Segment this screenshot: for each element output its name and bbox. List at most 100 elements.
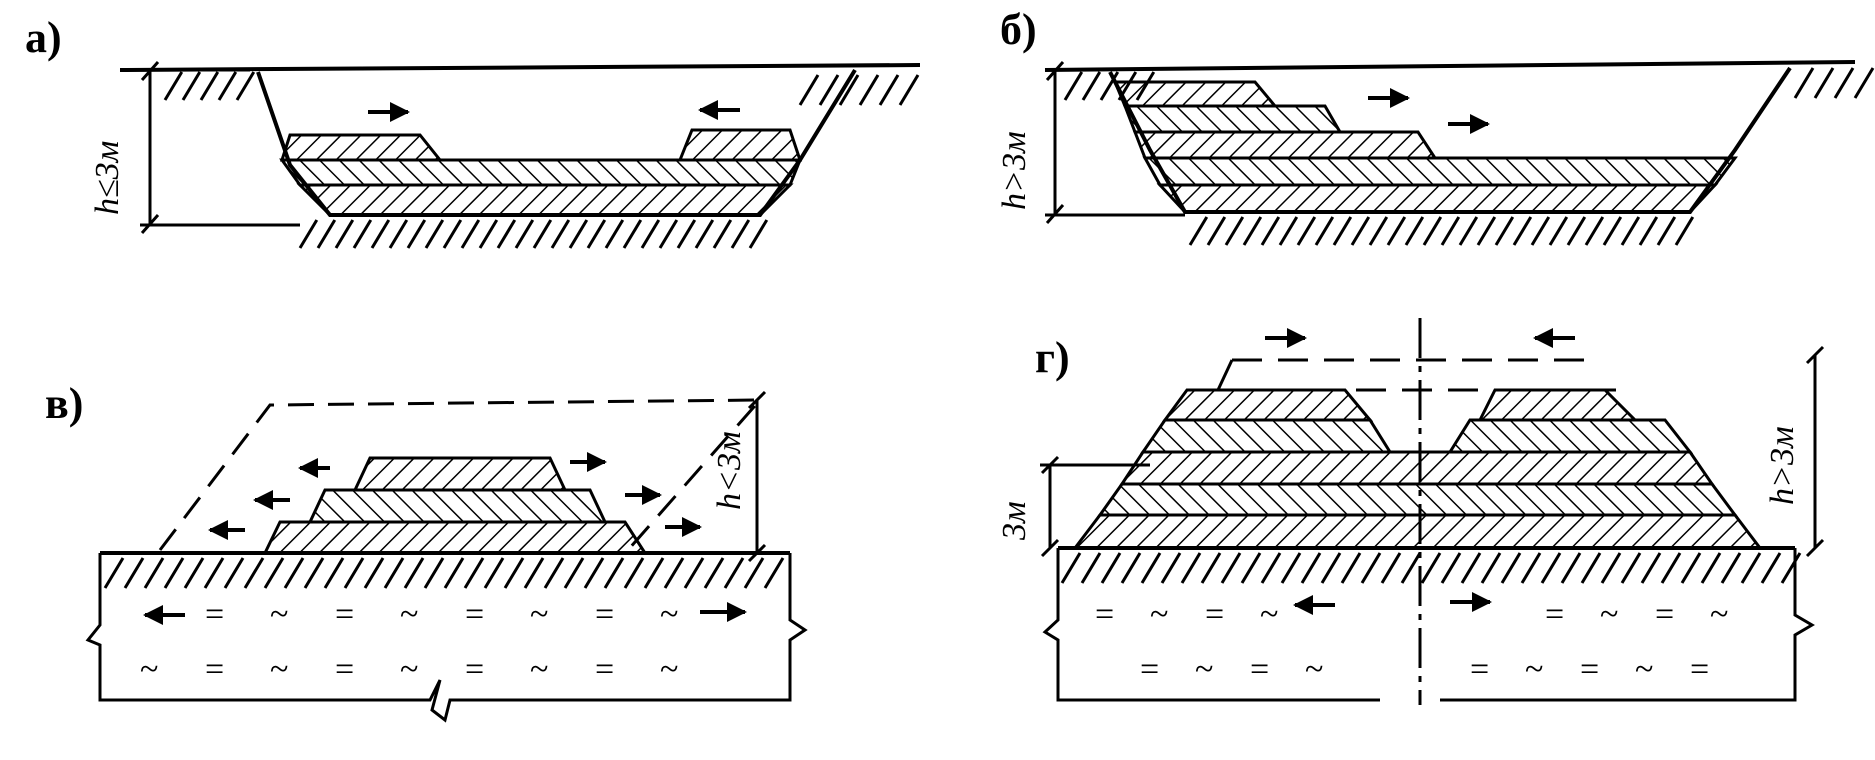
hatch-tick bbox=[1620, 552, 1642, 584]
wet-equal-symbol: = bbox=[335, 596, 354, 633]
hatch-tick bbox=[676, 219, 697, 249]
hatch-tick bbox=[818, 74, 840, 106]
hatch-tick bbox=[1580, 552, 1602, 584]
layer-top-right bbox=[677, 128, 803, 162]
hatch-tick bbox=[1340, 552, 1362, 584]
hatch-tick bbox=[183, 557, 205, 589]
hatch-tick bbox=[563, 557, 585, 589]
hatch-tick bbox=[1760, 552, 1782, 584]
hatch-tick bbox=[550, 219, 571, 249]
wet-equal-symbol: = bbox=[205, 651, 224, 688]
hatch-tick bbox=[1240, 552, 1262, 584]
wet-tilde-symbol: ~ bbox=[270, 651, 288, 688]
hatch-tick bbox=[1206, 216, 1227, 246]
wet-equal-symbol: = bbox=[1095, 596, 1114, 633]
hatch-tick bbox=[223, 557, 245, 589]
wet-tilde-symbol: ~ bbox=[530, 651, 548, 688]
hatch-tick bbox=[235, 71, 256, 101]
hatch-tick bbox=[1674, 216, 1695, 246]
layer-3 bbox=[352, 456, 568, 492]
hatch-tick bbox=[103, 557, 125, 589]
hatch-tick bbox=[406, 219, 427, 249]
hatch-tick bbox=[1420, 552, 1442, 584]
hatch-tick bbox=[460, 219, 481, 249]
hatch-tick bbox=[1099, 71, 1120, 101]
hatch-tick bbox=[263, 557, 285, 589]
hatch-tick bbox=[663, 557, 685, 589]
wet-tilde-symbol: ~ bbox=[1635, 651, 1653, 688]
wet-equal-symbol: = bbox=[595, 651, 614, 688]
weak-soil-symbols: =~=~=~=~=~=~=~=~= bbox=[1095, 596, 1728, 688]
wet-tilde-symbol: ~ bbox=[1260, 596, 1278, 633]
hatch-tick bbox=[143, 557, 165, 589]
hatch-tick bbox=[163, 557, 185, 589]
hatch-tick bbox=[503, 557, 525, 589]
hatch-tick bbox=[763, 557, 785, 589]
hatch-tick bbox=[1640, 552, 1662, 584]
hatch-tick bbox=[1260, 216, 1281, 246]
weak-soil-symbols: =~=~=~=~~=~=~=~=~ bbox=[140, 596, 678, 688]
wet-equal-symbol: = bbox=[1205, 596, 1224, 633]
hatch-tick bbox=[622, 219, 643, 249]
hatch-tick bbox=[1620, 216, 1641, 246]
panel-b-label: б) bbox=[1000, 5, 1037, 54]
hatch-tick bbox=[463, 557, 485, 589]
hatch-tick bbox=[1530, 216, 1551, 246]
hatch-tick bbox=[838, 74, 860, 106]
dimension-h bbox=[1045, 61, 1185, 224]
hatch-tick bbox=[643, 557, 665, 589]
wet-equal-symbol: = bbox=[465, 651, 484, 688]
hatch-tick bbox=[604, 219, 625, 249]
design-slope bbox=[1216, 359, 1234, 391]
hatch-tick bbox=[1500, 552, 1522, 584]
hatch-tick bbox=[1680, 552, 1702, 584]
hatch-tick bbox=[403, 557, 425, 589]
wet-equal-symbol: = bbox=[1580, 651, 1599, 688]
ground-hatch bbox=[1063, 67, 1875, 246]
hatch-tick bbox=[1853, 67, 1875, 99]
layer-1 bbox=[1156, 183, 1719, 214]
hatch-tick bbox=[1638, 216, 1659, 246]
hatch-tick bbox=[1200, 552, 1222, 584]
hatch-tick bbox=[283, 557, 305, 589]
hatch-tick bbox=[1100, 552, 1122, 584]
layer-1 bbox=[262, 520, 648, 555]
layer-5-right bbox=[1477, 388, 1639, 422]
weak-soil-boundary bbox=[85, 553, 808, 723]
hatch-tick bbox=[658, 219, 679, 249]
hatch-tick bbox=[1380, 552, 1402, 584]
hatch-tick bbox=[1320, 552, 1342, 584]
layer-top-left bbox=[279, 133, 444, 162]
hatch-tick bbox=[1386, 216, 1407, 246]
design-profile-dashed bbox=[158, 398, 764, 551]
hatch-tick bbox=[583, 557, 605, 589]
hatch-tick bbox=[243, 557, 265, 589]
hatch-tick bbox=[1540, 552, 1562, 584]
hatch-tick bbox=[898, 74, 920, 106]
hatch-tick bbox=[1296, 216, 1317, 246]
hatch-tick bbox=[181, 71, 202, 101]
hatch-tick bbox=[123, 557, 145, 589]
hatch-tick bbox=[878, 74, 900, 106]
hatch-tick bbox=[1188, 216, 1209, 246]
hatch-tick bbox=[478, 219, 499, 249]
hatch-tick bbox=[1833, 67, 1855, 99]
layer-4-left bbox=[1140, 418, 1393, 454]
wet-equal-symbol: = bbox=[1690, 651, 1709, 688]
hatch-tick bbox=[496, 219, 517, 249]
hatch-tick bbox=[1300, 552, 1322, 584]
wet-equal-symbol: = bbox=[1140, 651, 1159, 688]
layer-2 bbox=[307, 488, 608, 524]
wet-tilde-symbol: ~ bbox=[660, 596, 678, 633]
wet-equal-symbol: = bbox=[335, 651, 354, 688]
layer-5-left bbox=[1162, 388, 1374, 422]
hatch-tick bbox=[1656, 216, 1677, 246]
hatch-tick bbox=[1560, 552, 1582, 584]
ground-hatch bbox=[103, 557, 785, 589]
hatch-tick bbox=[1458, 216, 1479, 246]
hatch-tick bbox=[1368, 216, 1389, 246]
hatch-tick bbox=[1660, 552, 1682, 584]
dimension-g-total-label: h>3м bbox=[1764, 426, 1801, 505]
hatch-tick bbox=[543, 557, 565, 589]
